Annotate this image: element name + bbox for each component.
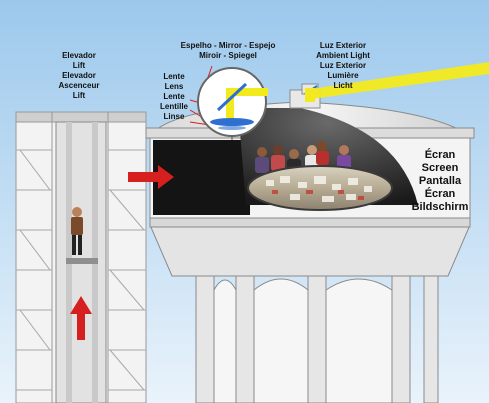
screen-label-line: Pantalla	[419, 175, 462, 187]
light-beam-inset	[230, 88, 268, 96]
screen-table-icon	[247, 141, 393, 211]
screen-label: Écran Screen Pantalla Écran Bildschirm	[412, 148, 469, 213]
elevator-label-line: Elevador	[62, 51, 96, 60]
ambient-light-label: Luz Exterior Ambient Light Luz Exterior …	[316, 41, 370, 90]
mirror-label: Espelho - Mirror - Espejo Miroir - Spieg…	[181, 41, 276, 60]
elevator-label: Elevador Lift Elevador Ascenceur Lift	[59, 51, 100, 100]
mirror-label-line: Miroir - Spiegel	[199, 51, 257, 60]
mirror-icon	[216, 82, 248, 112]
mirror-label-line: Espelho - Mirror - Espejo	[181, 41, 276, 50]
observation-tank	[145, 83, 475, 403]
screen-label-line: Écran	[425, 148, 456, 161]
screen-label-line: Écran	[425, 187, 456, 200]
elevator-label-line: Lift	[73, 91, 86, 100]
optics-inset	[189, 65, 268, 140]
lens-label: Lente Lens Lente Lentille Linse	[160, 72, 189, 121]
lens-label-line: Lentille	[160, 102, 189, 111]
person-icon	[71, 207, 83, 255]
lens-label-line: Lente	[163, 92, 185, 101]
up-arrow-icon	[70, 296, 92, 340]
screen-label-line: Screen	[422, 162, 459, 174]
elevator-shaft	[55, 121, 107, 403]
screen-label-line: Bildschirm	[412, 201, 469, 213]
entry-arrow-icon	[128, 165, 174, 189]
ambient-light-label-line: Luz Exterior	[320, 41, 366, 50]
lens-label-line: Lente	[163, 72, 185, 81]
ambient-light-label-line: Ambient Light	[316, 51, 370, 60]
lens-label-line: Linse	[164, 112, 185, 121]
light-beam-icon	[305, 62, 489, 102]
elevator-label-line: Elevador	[62, 71, 96, 80]
elevator-tower	[15, 111, 147, 403]
ambient-light-label-line: Licht	[333, 81, 352, 90]
elevator-label-line: Lift	[73, 61, 86, 70]
ambient-light-label-line: Luz Exterior	[320, 61, 366, 70]
ambient-light-label-line: Lumière	[327, 71, 359, 80]
lens-label-line: Lens	[165, 82, 184, 91]
elevator-label-line: Ascenceur	[59, 81, 100, 90]
lens-icon	[210, 118, 254, 126]
